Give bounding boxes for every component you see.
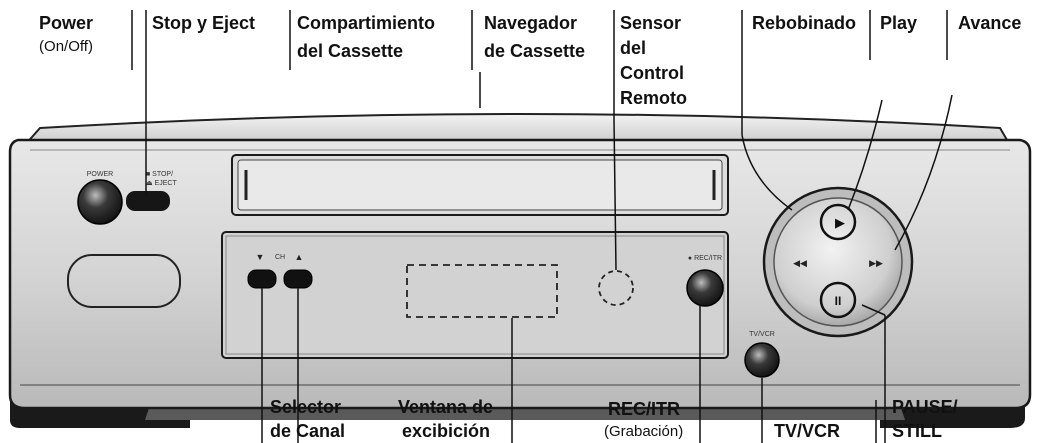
callout-navigator-1: Navegador [484,13,578,33]
channel-down-button [247,269,277,289]
callout-navigator-2: de Cassette [484,41,586,61]
svg-text:▼: ▼ [256,252,265,262]
callout-sensor-4: Remoto [620,88,687,108]
callout-display-1: Ventana de [398,397,494,417]
svg-text:▲: ▲ [295,252,304,262]
svg-text:POWER: POWER [87,171,113,178]
lower-front-panel [221,231,729,359]
top-lid [22,113,1012,146]
callout-forward: Avance [958,13,1022,33]
svg-text:▶▶: ▶▶ [869,258,883,268]
svg-text:◀◀: ◀◀ [793,258,807,268]
svg-text:■ STOP/: ■ STOP/ [146,171,173,178]
leader-lines [131,10,953,443]
callout-power-sub: (On/Off) [39,38,93,55]
callout-channel-2: de Canal [270,421,346,441]
tv-vcr-button [744,342,780,378]
svg-text:● REC/ITR: ● REC/ITR [688,255,722,262]
callout-pause-1: PAUSE/ [892,397,958,417]
callout-tvvcr: TV/VCR [774,421,841,441]
callout-rec-sub: (Grabación) [604,423,684,440]
callout-display-2: excibición [402,421,491,441]
channel-up-button [283,269,313,289]
callout-compartment-1: Compartimiento [297,13,436,33]
callout-rewind: Rebobinado [752,13,856,33]
svg-text:II: II [835,294,842,308]
svg-text:▶: ▶ [835,215,845,230]
callout-pause-2: STILL [892,421,942,441]
display-window [406,264,558,318]
callout-sensor-2: del [620,38,647,58]
play-button [819,203,857,241]
callout-rec: REC/ITR [608,399,680,419]
svg-text:⏏ EJECT: ⏏ EJECT [146,180,177,187]
svg-text:CH: CH [275,254,285,261]
rec-itr-button [686,269,724,307]
logo-recess [67,254,181,308]
callout-power: Power [38,13,94,33]
callout-sensor-1: Sensor [620,13,682,33]
callout-sensor-3: Control [620,63,684,83]
callout-stop-eject: Stop y Eject [152,13,256,33]
power-button [77,179,123,225]
remote-sensor [598,270,634,306]
stop-eject-button [126,191,170,211]
callout-play: Play [880,13,918,33]
svg-text:TV/VCR: TV/VCR [749,331,775,338]
pause-still-button [819,281,857,319]
callout-channel-1: Selector [270,397,342,417]
callout-compartment-2: del Cassette [297,41,404,61]
